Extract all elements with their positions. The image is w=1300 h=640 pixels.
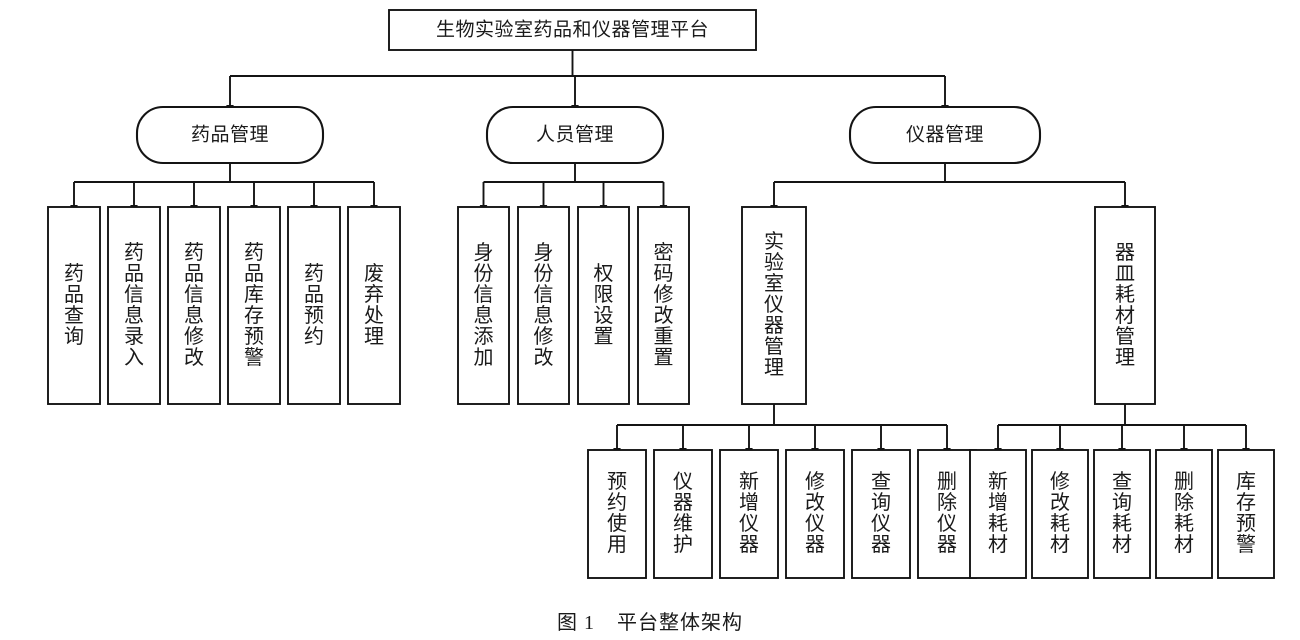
branch-label-instrument: 仪器管理	[906, 123, 984, 145]
leaf-box-drug-5[interactable]	[347, 206, 401, 405]
branch-label-staff: 人员管理	[536, 123, 614, 145]
leaf-box-consumable-3[interactable]	[1155, 449, 1213, 579]
branch-node-staff[interactable]	[485, 105, 665, 165]
node-shapes	[47, 9, 1275, 579]
leaf-box-drug-4[interactable]	[287, 206, 341, 405]
leaf-box-staff-0[interactable]	[457, 206, 510, 405]
leaf-box-consumable-2[interactable]	[1093, 449, 1151, 579]
page-bottom-edge	[0, 634, 1300, 640]
leaf-box-staff-1[interactable]	[517, 206, 570, 405]
leaf-box-drug-2[interactable]	[167, 206, 221, 405]
branch-node-instrument[interactable]	[848, 105, 1042, 165]
connectors	[70, 50, 1250, 457]
leaf-box-drug-3[interactable]	[227, 206, 281, 405]
leaf-box-drug-1[interactable]	[107, 206, 161, 405]
mid-box-instrument-0[interactable]	[741, 206, 807, 405]
mid-box-instrument-1[interactable]	[1094, 206, 1156, 405]
leaf-box-staff-2[interactable]	[577, 206, 630, 405]
leaf-box-consumable-4[interactable]	[1217, 449, 1275, 579]
leaf-box-lab-instrument-5[interactable]	[917, 449, 977, 579]
root-node-label: 生物实验室药品和仪器管理平台	[436, 18, 709, 40]
branch-label-drug: 药品管理	[191, 123, 269, 145]
figure-caption: 图 1 平台整体架构	[0, 606, 1300, 635]
leaf-box-consumable-1[interactable]	[1031, 449, 1089, 579]
leaf-box-lab-instrument-1[interactable]	[653, 449, 713, 579]
leaf-box-lab-instrument-3[interactable]	[785, 449, 845, 579]
leaf-box-lab-instrument-0[interactable]	[587, 449, 647, 579]
branch-node-drug[interactable]	[135, 105, 325, 165]
leaf-box-lab-instrument-2[interactable]	[719, 449, 779, 579]
leaf-box-drug-0[interactable]	[47, 206, 101, 405]
leaf-box-staff-3[interactable]	[637, 206, 690, 405]
leaf-box-consumable-0[interactable]	[969, 449, 1027, 579]
figure-caption-number: 图 1	[557, 612, 595, 634]
leaf-box-lab-instrument-4[interactable]	[851, 449, 911, 579]
figure-caption-text: 平台整体架构	[617, 612, 743, 634]
root-node-box[interactable]	[388, 9, 757, 51]
